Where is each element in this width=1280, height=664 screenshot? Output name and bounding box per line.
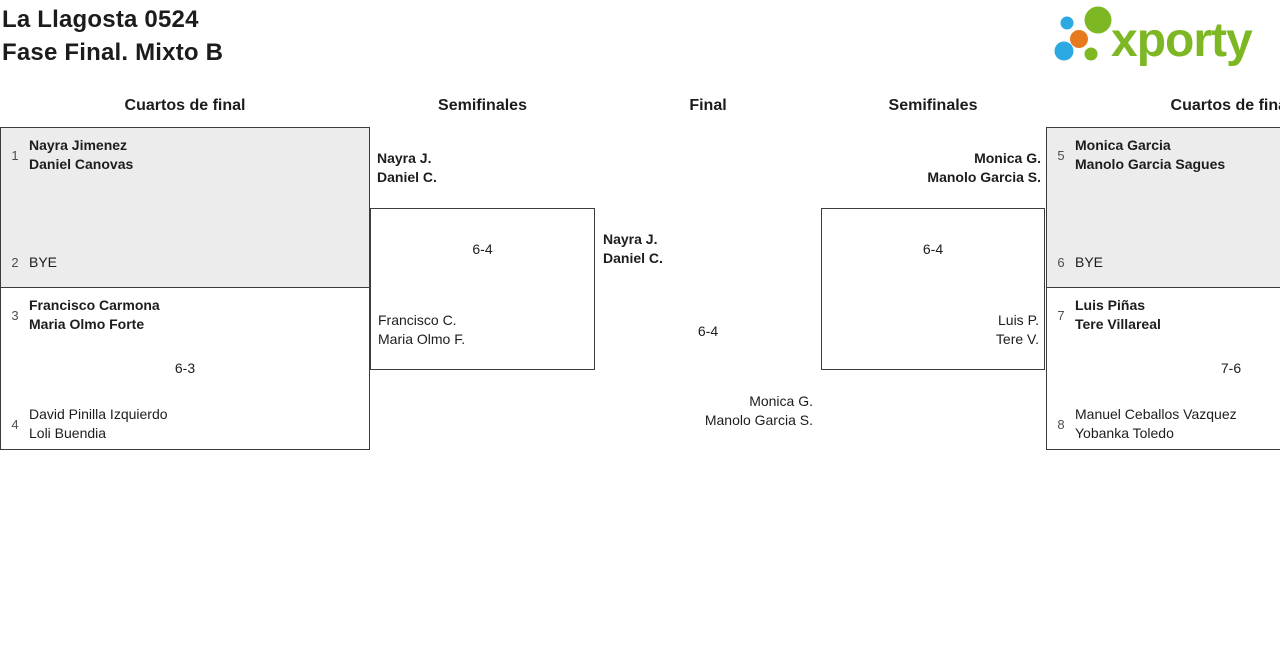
team-slot-8: 8 Manuel Ceballos Vazquez Yobanka Toledo [1047,405,1280,443]
player-name: Daniel C. [377,169,437,185]
seed-number: 8 [1057,416,1065,432]
round-header-final: Final [689,97,727,114]
tournament-name: La Llagosta 0524 [2,6,199,33]
player-name: Tere V. [995,331,1039,347]
player-name: Maria Olmo Forte [29,316,145,332]
match-score: 6-3 [174,360,196,376]
sf-left-advancer: Nayra J. Daniel C. [377,149,437,187]
player-name: Daniel Canovas [29,156,134,172]
sf-right-advancer: Monica G. Manolo Garcia S. [821,149,1041,187]
match-score: 6-4 [922,241,944,257]
player-name: Nayra Jimenez [29,137,128,153]
seed-number: 1 [11,147,19,163]
seed-number: 3 [11,307,19,323]
team-slot-3: 3 Francisco Carmona Maria Olmo Forte [1,296,369,334]
match-qf-1-2: 1 Nayra Jimenez Daniel Canovas 2 BYE [0,127,370,288]
player-name: Manolo Garcia S. [927,169,1041,185]
seed-number: 6 [1057,255,1065,270]
player-name: Francisco C. [378,312,457,328]
xporty-logo[interactable]: xporty [1045,0,1280,72]
match-sf-left: 6-4 Francisco C. Maria Olmo F. [370,208,595,370]
player-name: Manolo Garcia Sagues [1075,156,1226,172]
match-sf-right: 6-4 Luis P. Tere V. [821,208,1045,370]
player-name: Monica Garcia [1075,137,1171,153]
player-name: Manolo Garcia S. [704,412,813,428]
seed-number: 7 [1057,307,1065,323]
team-slot-1: 1 Nayra Jimenez Daniel Canovas [1,136,369,174]
team-slot-7: 7 Luis Piñas Tere Villareal [1047,296,1280,334]
sf-left-loser: Francisco C. Maria Olmo F. [378,311,465,349]
final-score: 6-4 [697,323,719,339]
player-name: Nayra J. [377,150,432,166]
round-header-quarterfinals-right: Cuartos de final [1170,97,1280,114]
round-header-quarterfinals-left: Cuartos de final [124,97,246,114]
team-slot-6: 6 BYE [1047,253,1280,272]
player-name: Daniel C. [603,250,663,266]
seed-number: 5 [1057,147,1065,163]
player-name: Francisco Carmona [29,297,160,313]
match-qf-7-8: 7 Luis Piñas Tere Villareal 7-6 8 Manuel… [1046,288,1280,450]
player-name: Loli Buendia [29,425,107,441]
final-runnerup: Monica G. Manolo Garcia S. [595,392,813,430]
player-name: Monica G. [974,150,1041,166]
page-title: La Llagosta 0524 Fase Final. Mixto B [2,3,223,69]
player-name: Luis Piñas [1075,297,1146,313]
player-name: Luis P. [998,312,1039,328]
logo-text: xporty [1111,14,1253,67]
player-name: Manuel Ceballos Vazquez [1075,406,1237,422]
player-name: Tere Villareal [1075,316,1161,332]
final-winner: Nayra J. Daniel C. [603,230,663,268]
round-header-semifinals-right: Semifinales [888,97,978,114]
team-slot-5: 5 Monica Garcia Manolo Garcia Sagues [1047,136,1280,174]
seed-number: 4 [11,416,19,432]
round-header-semifinals-left: Semifinales [438,97,527,114]
match-qf-3-4: 3 Francisco Carmona Maria Olmo Forte 6-3… [0,288,370,450]
team-slot-2: 2 BYE [1,253,369,272]
seed-number: 2 [11,255,19,270]
player-name: Yobanka Toledo [1075,425,1174,441]
match-qf-5-6: 5 Monica Garcia Manolo Garcia Sagues 6 B… [1046,127,1280,288]
bye-label: BYE [29,254,58,270]
match-score: 6-4 [472,241,493,257]
phase-name: Fase Final. Mixto B [2,39,224,66]
match-score: 7-6 [1220,360,1242,376]
player-name: David Pinilla Izquierdo [29,406,168,422]
player-name: Nayra J. [603,231,658,247]
player-name: Maria Olmo F. [378,331,466,347]
team-slot-4: 4 David Pinilla Izquierdo Loli Buendia [1,405,369,443]
logo-dots-icon [1054,6,1112,61]
bye-label: BYE [1075,254,1104,270]
sf-right-loser: Luis P. Tere V. [996,311,1039,349]
player-name: Monica G. [749,393,813,409]
